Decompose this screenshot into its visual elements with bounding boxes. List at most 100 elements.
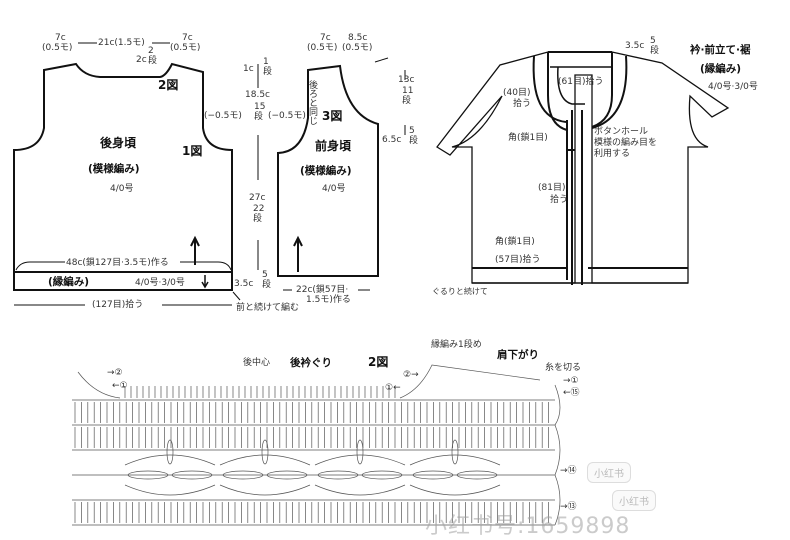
chart-shoulder-label: 肩下がり [497, 349, 539, 361]
chart-arch [409, 454, 501, 496]
dim-band-rows: 5段 [262, 270, 272, 290]
chart-arch [124, 454, 216, 496]
front-hook: 4/0号 [322, 184, 346, 194]
front-top-right-dim: 8.5c [348, 33, 368, 43]
front-neck-height: 13c [398, 75, 415, 85]
chart-row-marker-1: →① [563, 376, 579, 386]
dim-18-5c-rows: 15段 [254, 102, 266, 122]
dim-18-5c: 18.5c [245, 90, 270, 100]
chart-edge-row1: 縁編み1段め [431, 340, 482, 350]
jacket-side-pick-2: 拾う [513, 99, 532, 109]
chart-leaf-motif [171, 470, 213, 480]
front-top-left-dim: 7c [320, 33, 331, 43]
chart-leaf-motif [412, 470, 454, 480]
front-pattern: (模様編み) [300, 165, 352, 177]
back-pickup: (127目)拾う [92, 300, 144, 310]
front-top-right-sub: (0.5モ) [342, 43, 373, 53]
chart-row2-left: →② [107, 368, 123, 378]
jacket-continue-note: ぐるりと続けて [432, 287, 488, 296]
dim-27c: 27c [249, 193, 266, 203]
jacket-buttonhole-3: 利用する [594, 149, 631, 159]
back-band [13, 271, 233, 291]
jacket-outline [436, 51, 730, 284]
back-pattern: (模様編み) [88, 163, 140, 175]
back-top-left-dim: 7c [55, 33, 66, 43]
watermark-text: 小红书号:1659898 [425, 514, 631, 539]
chart-row1-left: ←① [112, 381, 128, 391]
front-armhole-dec: (−0.5モ) [268, 111, 306, 121]
back-fig1-label: 1図 [182, 144, 203, 158]
dim-1c-rows: 1段 [263, 57, 273, 77]
back-hook: 4/0号 [110, 184, 134, 194]
jacket-front-pick-2: 拾う [550, 195, 569, 205]
front-fig3-label: 3図 [322, 109, 343, 123]
chart-neck-curve-right [399, 364, 541, 399]
back-top-right-dim: 7c [182, 33, 193, 43]
chart-neck-curve-left [77, 371, 121, 399]
back-armhole-dec: (−0.5モ) [204, 111, 242, 121]
jacket-corner-1: 角(鎖1目) [508, 133, 548, 143]
chart-leaf-motif [456, 470, 498, 480]
jacket-title: 衿·前立て·裾 [690, 44, 751, 56]
jacket-pattern: (縁編み) [700, 63, 742, 75]
back-body-outline [13, 62, 233, 273]
chart-leaf-motif [222, 470, 264, 480]
chart-leaf-motif [266, 470, 308, 480]
jacket-side-pick: (40目) [503, 88, 531, 98]
back-fig2-label: 2図 [158, 78, 179, 92]
chart-row-marker-low: →⑬ [560, 502, 577, 512]
chart-fig2-label: 2図 [368, 355, 389, 369]
chart-leaf-motif [356, 439, 364, 465]
back-neck-rows: 2段 [148, 46, 158, 66]
dim-27c-rows: 22段 [253, 204, 265, 224]
jacket-band-height: 3.5c [625, 41, 645, 51]
jacket-buttonhole-1: ボタンホール [594, 127, 649, 137]
chart-leaf-motif [261, 439, 269, 465]
front-neck-rows: 11段 [402, 86, 414, 106]
jacket-front-pick: (81目) [538, 183, 566, 193]
jacket-hem-pick: (57目)拾う [495, 255, 541, 265]
jacket-band-rows: 5段 [650, 36, 660, 56]
back-title: 後身頃 [100, 136, 137, 150]
back-continue-note: 前と続けて編む [236, 303, 300, 313]
dim-1c: 1c [243, 64, 254, 74]
chart-back-center: 後中心 [243, 358, 271, 368]
chart-neckline-label: 後衿ぐり [290, 357, 332, 369]
chart-cut-yarn: 糸を切る [545, 363, 582, 373]
watermark-badge-2: 小红书 [612, 490, 656, 511]
front-body-outline [277, 64, 379, 277]
chart-leaf-motif [317, 470, 359, 480]
front-title: 前身頃 [315, 139, 352, 153]
back-band-height: 3.5c [234, 279, 254, 289]
jacket-hook: 4/0号·3/0号 [708, 82, 758, 92]
back-neck-drop: 2c [136, 55, 147, 65]
chart-row2-right: ②→ [403, 370, 419, 380]
chart-leaf-motif [166, 439, 174, 465]
chart-row1-right: ①← [385, 383, 401, 393]
chart-row-marker-mid: →⑭ [560, 466, 577, 476]
crochet-stitch-chart [72, 364, 561, 526]
back-band-hook: 4/0号·3/0号 [135, 278, 185, 288]
jacket-buttonhole-2: 模様の編み目を [594, 138, 658, 148]
back-top-right-sub: (0.5モ) [170, 43, 201, 53]
chart-arch [219, 454, 311, 496]
chart-leaf-motif [361, 470, 403, 480]
jacket-corner-2: 角(鎖1目) [495, 237, 535, 247]
back-band-label: (縁編み) [48, 276, 90, 288]
chart-leaf-motif [451, 439, 459, 465]
chart-leaf-motif [127, 470, 169, 480]
back-top-left-sub: (0.5モ) [42, 43, 73, 53]
chart-arch [314, 454, 406, 496]
front-lower-height: 6.5c [382, 135, 402, 145]
back-chain-start: 48c(鎖127目·3.5モ)作る [66, 258, 169, 268]
chart-row-marker-15: ←⑮ [563, 388, 580, 398]
front-chain-start: 22c(鎖57目· [296, 285, 349, 295]
back-top-mid-dim: 21c(1.5モ) [98, 38, 145, 48]
front-same-as-back: 後ろと同じ [309, 81, 319, 127]
chart-turn-chain [554, 384, 561, 526]
jacket-collar-pick: (61目)拾う [558, 77, 604, 87]
front-top-left-sub: (0.5モ) [307, 43, 338, 53]
front-chain-start-2: 1.5モ)作る [306, 295, 351, 305]
